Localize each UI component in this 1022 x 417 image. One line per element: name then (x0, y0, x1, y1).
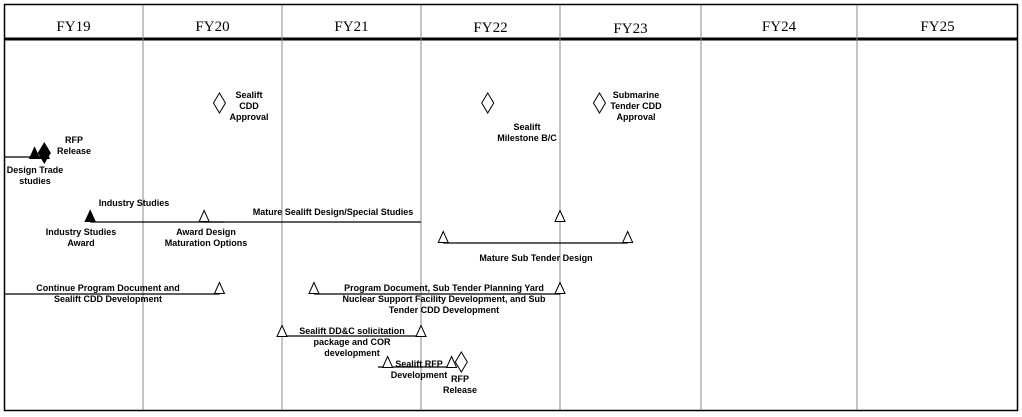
label-line: Release (443, 385, 477, 395)
label-line: RFP (451, 374, 469, 384)
label-line: CDD (239, 101, 259, 111)
label-line: Release (57, 146, 91, 156)
milestone-triangle (554, 209, 566, 222)
label-line: Mature Sealift Design/Special Studies (253, 207, 414, 217)
fiscal-year-header: FY20 (195, 19, 229, 35)
milestone-markers (28, 92, 634, 373)
fiscal-year-header: FY24 (762, 19, 797, 35)
milestone-triangle (213, 281, 226, 294)
label-line: Award Design (176, 227, 236, 237)
year-grid (142, 5, 858, 410)
label-line: Award (67, 238, 94, 248)
fiscal-year-header: FY23 (613, 21, 647, 37)
label-line: Industry Studies (99, 198, 170, 208)
milestone-diamond (454, 351, 468, 373)
label-line: Industry Studies (46, 227, 117, 237)
label-line: Program Document, Sub Tender Planning Ya… (344, 283, 544, 293)
milestone-triangle (276, 324, 288, 337)
label-mature-sub-tender-design: Mature Sub Tender Design (479, 253, 592, 263)
label-line: Tender CDD Development (389, 305, 499, 315)
label-line: Submarine (613, 90, 660, 100)
label-line: Approval (229, 112, 268, 122)
label-line: Tender CDD (610, 101, 662, 111)
fiscal-year-header: FY22 (473, 20, 507, 36)
label-line: Sealift CDD Development (54, 294, 162, 304)
fiscal-year-header: FY25 (920, 19, 954, 35)
label-line: Continue Program Document and (36, 283, 180, 293)
label-line: Sealift RFP (395, 359, 443, 369)
label-industry-studies: Industry Studies (99, 198, 170, 208)
year-headers: FY19 FY20 FY21 FY22 FY23 FY24 FY25 (56, 19, 954, 37)
milestone-diamond (212, 92, 227, 114)
label-line: Maturation Options (165, 238, 248, 248)
milestone-triangle (445, 355, 458, 368)
milestone-triangle (415, 324, 427, 337)
milestone-triangle (381, 355, 394, 368)
label-line: Sealift DD&C solicitation (299, 326, 405, 336)
milestone-triangle (554, 281, 566, 294)
fiscal-year-header: FY21 (334, 19, 368, 35)
label-line: Nuclear Support Facility Development, an… (342, 294, 546, 304)
milestone-diamond (481, 92, 495, 114)
label-line: studies (19, 176, 51, 186)
milestone-triangle (84, 209, 96, 222)
fiscal-year-header: FY19 (56, 19, 90, 35)
label-line: Sealift (235, 90, 262, 100)
milestone-triangle (621, 230, 634, 243)
label-line: Milestone B/C (497, 133, 557, 143)
label-line: RFP (65, 135, 83, 145)
label-line: Mature Sub Tender Design (479, 253, 592, 263)
label-line: Design Trade (7, 165, 64, 175)
label-line: development (324, 348, 380, 358)
milestone-triangle (198, 209, 210, 222)
label-line: Approval (616, 112, 655, 122)
milestone-triangle (308, 281, 320, 294)
milestone-triangle (437, 230, 450, 243)
label-mature-sealift-design: Mature Sealift Design/Special Studies (253, 207, 414, 217)
milestone-triangle (28, 146, 41, 159)
label-program-document-sub-tender: Program Document, Sub Tender Planning Ya… (342, 283, 546, 315)
label-line: Development (391, 370, 448, 380)
milestone-diamond (592, 92, 607, 114)
chart-frame (3, 3, 1019, 412)
label-line: package and COR (313, 337, 391, 347)
label-line: Sealift (513, 122, 540, 132)
milestone-diamond (37, 142, 51, 164)
